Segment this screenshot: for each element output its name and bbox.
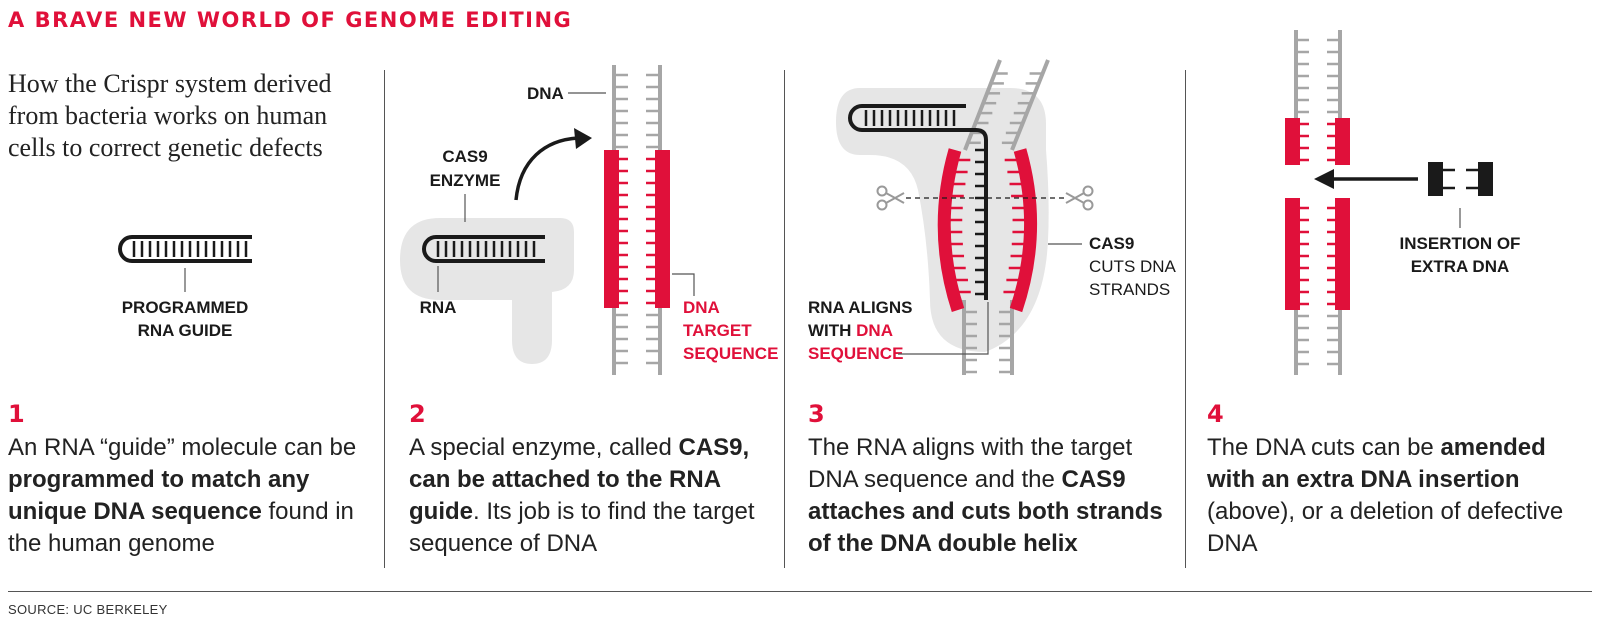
rna-strand-icon	[422, 235, 545, 263]
divider-3	[1185, 70, 1186, 568]
align-label-line1: RNA ALIGNS	[808, 298, 913, 317]
align-label-line3: SEQUENCE	[808, 344, 903, 363]
divider-1	[384, 70, 385, 568]
rna-label: RNA	[420, 298, 457, 317]
extra-dna-icon	[1428, 162, 1493, 196]
insertion-label-line2: EXTRA DNA	[1411, 257, 1510, 276]
step-caption-1: An RNA “guide” molecule can be programme…	[8, 434, 357, 557]
cas9-enzyme-label-line1: CAS9	[442, 147, 487, 166]
programmed-label-line1: PROGRAMMED	[122, 298, 249, 317]
step-number-4: 4	[1207, 400, 1224, 428]
insertion-label-line1: INSERTION OF	[1400, 234, 1521, 253]
dna-strand-right	[1009, 148, 1038, 313]
target-label-line2: TARGET	[683, 321, 752, 340]
cas9-enzyme-blob	[400, 218, 574, 364]
programmed-label-line2: RNA GUIDE	[138, 321, 233, 340]
cas9-cuts-label-line2: CUTS DNA	[1089, 257, 1177, 276]
step-caption-4: The DNA cuts can be amended with an extr…	[1207, 434, 1564, 557]
cas9-enzyme-label-line2: ENZYME	[430, 171, 501, 190]
target-label-line3: SEQUENCE	[683, 344, 778, 363]
move-arrow-icon	[514, 136, 579, 201]
intro-text: How the Crispr system derived from bacte…	[8, 69, 332, 162]
step-caption-3: The RNA aligns with the target DNA seque…	[808, 434, 1163, 557]
step-number-1: 1	[8, 400, 25, 428]
dna-strand-left	[937, 148, 965, 313]
scissors-icon-right	[1065, 185, 1094, 211]
dna-ladder-icon	[604, 65, 670, 375]
scissors-icon-left	[876, 185, 905, 211]
step-caption-2: A special enzyme, called CAS9, can be at…	[409, 434, 755, 557]
cut-dna-ladder-icon	[1285, 30, 1350, 375]
align-label-line2: WITH DNA	[808, 321, 893, 340]
source-note: SOURCE: UC BERKELEY	[8, 602, 168, 617]
divider-2	[784, 70, 785, 568]
footer-rule	[8, 591, 1592, 592]
page-title: A BRAVE NEW WORLD OF GENOME EDITING	[8, 8, 573, 32]
dna-label: DNA	[527, 84, 564, 103]
cas9-cuts-label-line3: STRANDS	[1089, 280, 1170, 299]
step-number-2: 2	[409, 400, 426, 428]
rna-guide-icon	[118, 235, 252, 263]
step-number-3: 3	[808, 400, 825, 428]
target-label-line1: DNA	[683, 298, 720, 317]
cas9-cuts-label-line1: CAS9	[1089, 234, 1134, 253]
